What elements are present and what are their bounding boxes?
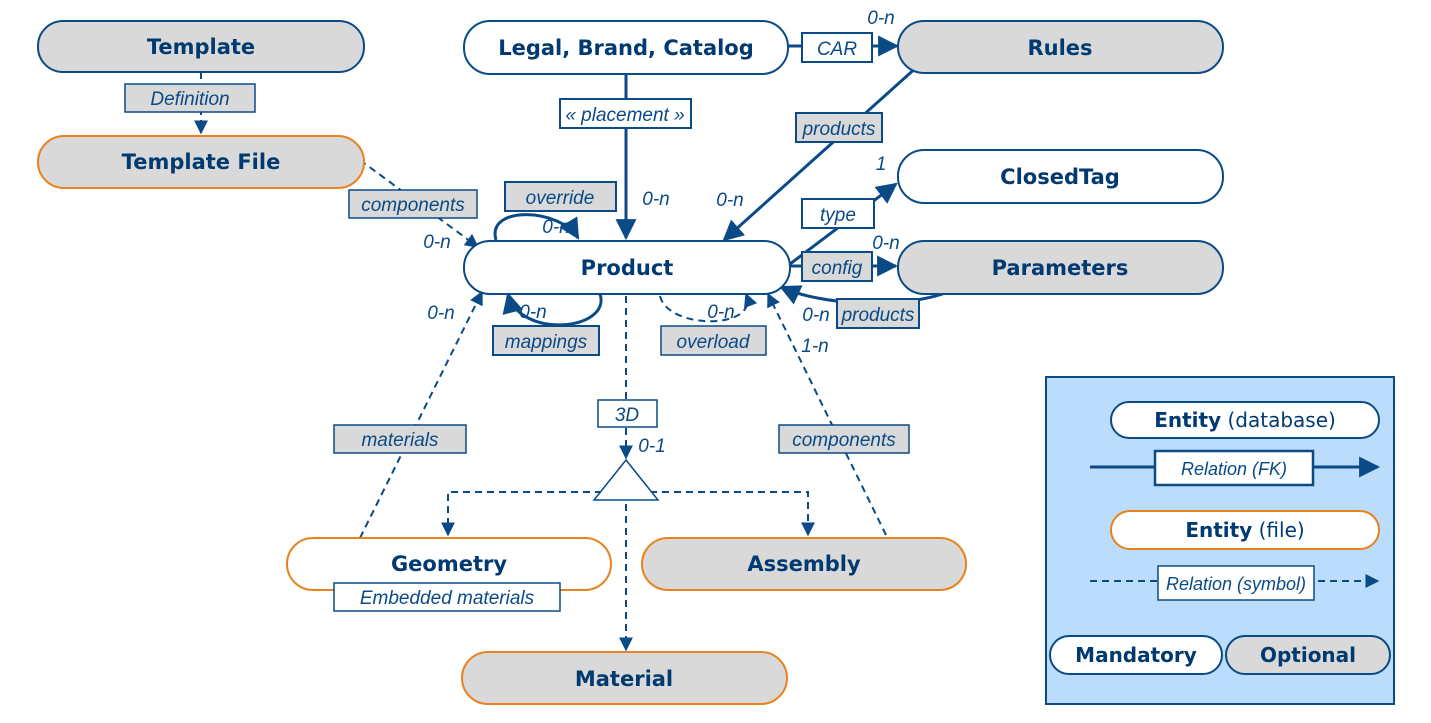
- cardinality-type: 1: [876, 154, 887, 175]
- node-closed-tag[interactable]: ClosedTag: [897, 149, 1224, 204]
- node-legal-brand-catalog[interactable]: Legal, Brand, Catalog: [463, 20, 789, 75]
- node-parameters-label: Parameters: [992, 256, 1129, 280]
- legend-mandatory-text: Mandatory: [1075, 643, 1197, 667]
- cardinality-rules-products: 0-n: [716, 190, 743, 211]
- node-material-label: Material: [575, 667, 673, 691]
- relation-label-products-params-text: products: [841, 305, 915, 326]
- relation-label-type: type: [801, 198, 875, 229]
- relation-label-components-template-text: components: [361, 195, 465, 216]
- edge-assembly-components: [767, 292, 887, 536]
- relation-label-materials: materials: [333, 424, 467, 454]
- relation-label-config: config: [801, 251, 873, 282]
- edge-materials: [359, 290, 483, 539]
- relation-label-components-assembly: components: [778, 424, 910, 454]
- relation-label-products-rules: products: [795, 112, 883, 143]
- relation-label-override-text: override: [526, 188, 595, 209]
- legend-relation-fk-text: Relation (FK): [1181, 459, 1287, 479]
- relation-label-overload-text: overload: [677, 332, 751, 353]
- relation-label-car-text: CAR: [817, 39, 857, 60]
- relation-label-materials-text: materials: [361, 430, 439, 451]
- cardinality-placement: 0-n: [642, 189, 669, 210]
- node-assembly[interactable]: Assembly: [641, 537, 967, 591]
- cardinality-mappings: 0-n: [519, 302, 546, 323]
- relation-label-embedded-materials: Embedded materials: [333, 582, 561, 612]
- legend: Entity (database) Relation (FK) Entity (…: [1045, 376, 1395, 705]
- node-rules[interactable]: Rules: [897, 20, 1224, 74]
- relation-label-components-assembly-text: components: [792, 430, 896, 451]
- legend-mandatory: Mandatory: [1049, 635, 1223, 675]
- relation-label-components-template: components: [348, 189, 478, 219]
- legend-entity-file-suffix: (file): [1252, 518, 1304, 542]
- legend-optional-text: Optional: [1260, 643, 1356, 667]
- edge-branch-assembly: [626, 491, 815, 537]
- node-product-label: Product: [581, 256, 674, 280]
- legend-relation-symbol: Relation (symbol): [1090, 565, 1380, 601]
- legend-entity-database-text: Entity (database): [1154, 408, 1336, 432]
- relation-label-3d-text: 3D: [615, 405, 640, 426]
- legend-entity-file-bold: Entity: [1185, 518, 1252, 542]
- relation-label-placement-text: « placement »: [565, 105, 684, 126]
- relation-label-3d: 3D: [597, 399, 658, 428]
- relation-label-override: override: [504, 181, 617, 212]
- node-assembly-label: Assembly: [747, 552, 861, 576]
- node-template[interactable]: Template: [37, 20, 365, 73]
- legend-entity-db-suffix: (database): [1221, 408, 1336, 432]
- legend-entity-db-bold: Entity: [1154, 408, 1221, 432]
- relation-label-definition-text: Definition: [150, 89, 229, 110]
- edge-override: [493, 213, 580, 241]
- legend-entity-file-text: Entity (file): [1185, 518, 1304, 542]
- cardinality-products-params: 0-n: [802, 305, 829, 326]
- cardinality-car: 0-n: [867, 8, 894, 29]
- cardinality-assembly-components: 1-n: [801, 336, 828, 357]
- edge-rules-products: [722, 64, 920, 242]
- node-rules-label: Rules: [1027, 36, 1092, 60]
- relation-label-mappings-text: mappings: [505, 332, 588, 353]
- legend-optional: Optional: [1225, 635, 1391, 675]
- edge-overload: [659, 292, 758, 323]
- cardinality-override: 0-n: [542, 217, 569, 238]
- legend-relation-fk: Relation (FK): [1090, 449, 1381, 487]
- node-product[interactable]: Product: [463, 240, 791, 295]
- relation-label-definition: Definition: [124, 83, 256, 113]
- relation-label-products-rules-text: products: [802, 119, 876, 140]
- node-geometry[interactable]: Geometry: [286, 537, 612, 591]
- relation-label-embedded-materials-text: Embedded materials: [360, 588, 535, 609]
- cardinality-3d: 0-1: [638, 436, 665, 457]
- relation-label-car: CAR: [801, 32, 873, 63]
- inheritance-triangle: [592, 458, 660, 501]
- node-geometry-label: Geometry: [391, 552, 507, 576]
- legend-entity-file: Entity (file): [1110, 510, 1380, 550]
- cardinality-overload: 0-n: [707, 302, 734, 323]
- node-closed-tag-label: ClosedTag: [1000, 165, 1120, 189]
- cardinality-materials: 0-n: [427, 303, 454, 324]
- relation-label-placement: « placement »: [559, 98, 692, 129]
- cardinality-config: 0-n: [872, 233, 899, 254]
- relation-label-overload: overload: [660, 325, 767, 356]
- node-material[interactable]: Material: [461, 651, 788, 705]
- legend-relation-symbol-text: Relation (symbol): [1166, 574, 1306, 594]
- node-parameters[interactable]: Parameters: [897, 240, 1224, 295]
- relation-label-mappings: mappings: [492, 325, 600, 356]
- relation-label-products-params: products: [836, 298, 920, 329]
- node-legal-brand-catalog-label: Legal, Brand, Catalog: [498, 36, 754, 60]
- edge-mappings: [502, 291, 603, 327]
- edge-branch-geometry: [441, 491, 626, 537]
- cardinality-components-template: 0-n: [423, 232, 450, 253]
- relation-label-type-text: type: [820, 205, 856, 226]
- relation-label-config-text: config: [812, 258, 863, 279]
- node-template-file-label: Template File: [122, 150, 281, 174]
- legend-entity-database: Entity (database): [1110, 401, 1380, 439]
- node-template-file[interactable]: Template File: [37, 135, 365, 189]
- node-template-label: Template: [147, 35, 255, 59]
